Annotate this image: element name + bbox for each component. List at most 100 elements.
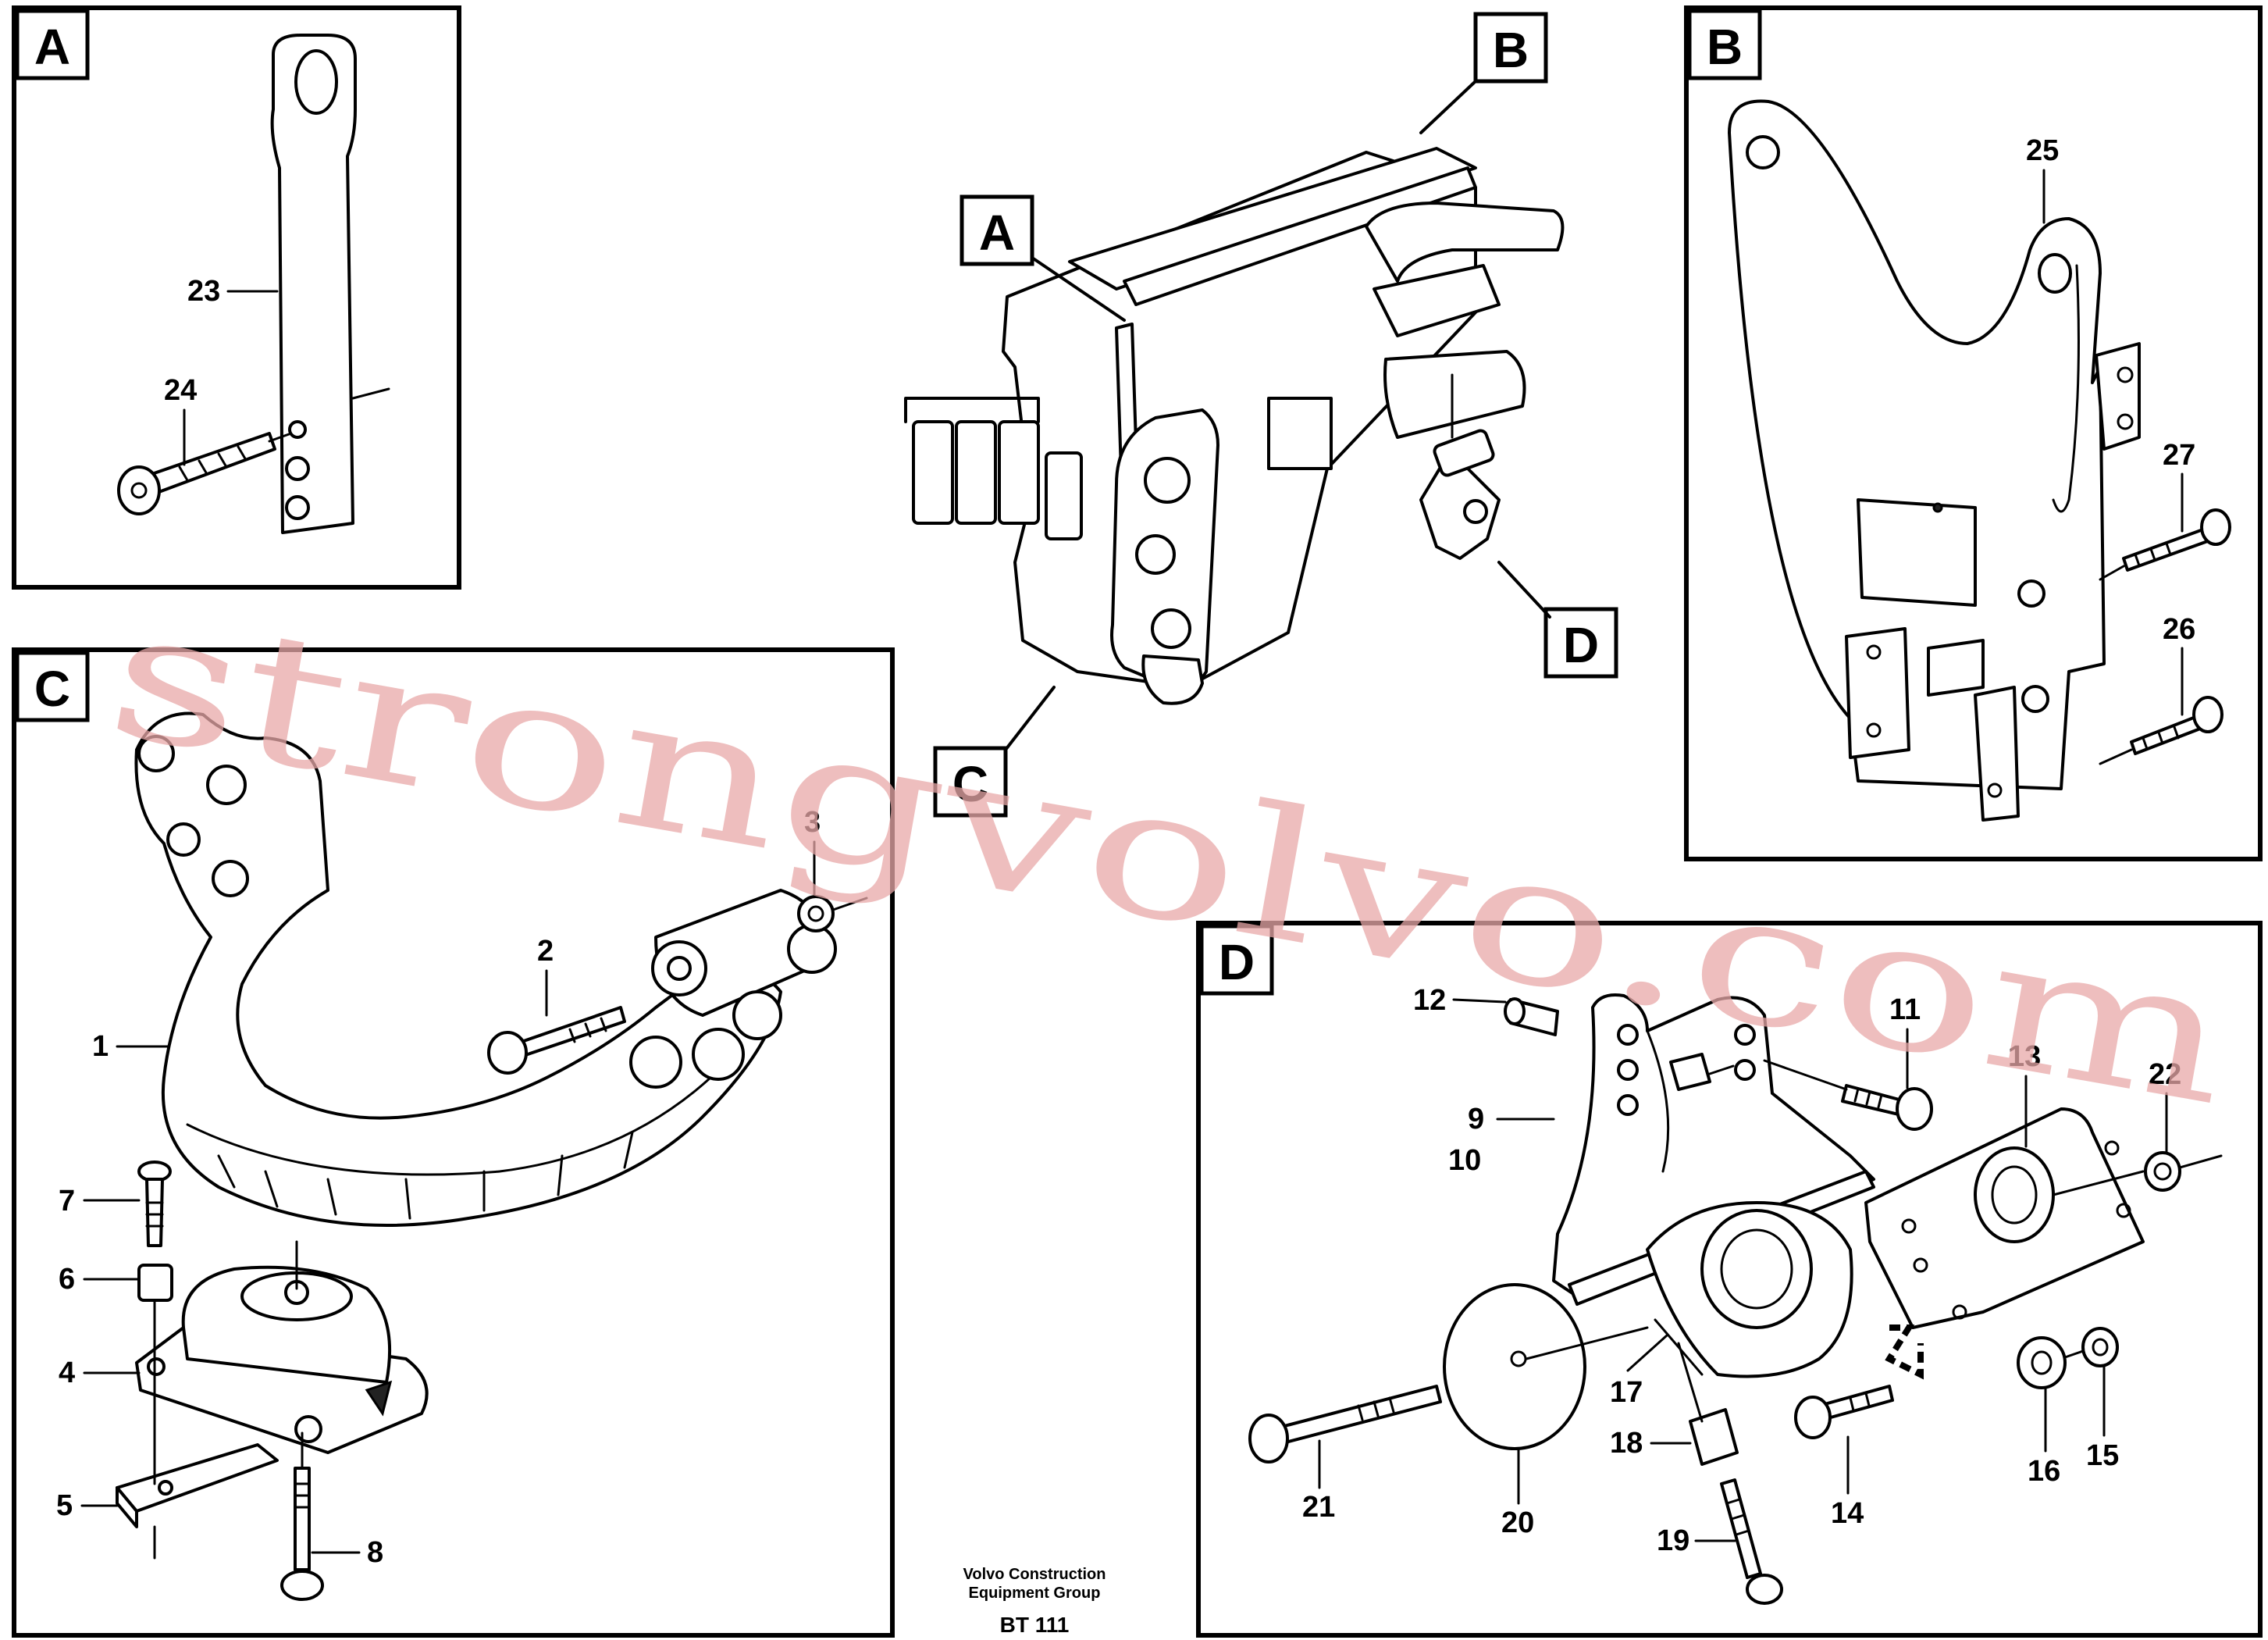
- svg-text:17: 17: [1610, 1376, 1643, 1409]
- leader-b: [1419, 80, 1477, 134]
- svg-text:3: 3: [804, 806, 821, 839]
- spacer-6-part: [137, 1264, 173, 1485]
- engine-mount-part: [135, 1240, 429, 1454]
- svg-text:4: 4: [59, 1357, 75, 1389]
- bolt-7-part: [137, 1160, 172, 1247]
- support-arm-part: [134, 711, 837, 1227]
- svg-text:25: 25: [2026, 134, 2059, 167]
- callout-1: 1: [92, 1030, 169, 1063]
- lever-arm-part: [270, 34, 390, 534]
- overview-badge-b: B: [1473, 12, 1548, 84]
- svg-text:23: 23: [187, 275, 220, 308]
- svg-text:B: B: [1707, 19, 1743, 75]
- overview-badge-d: D: [1543, 607, 1618, 679]
- panel-a-frame: [12, 5, 461, 590]
- dashed-leader: [1885, 1324, 1924, 1380]
- bolt-24-part: [117, 432, 276, 515]
- callout-2: 2: [537, 935, 554, 1017]
- svg-text:21: 21: [1302, 1491, 1335, 1524]
- callout-21: 21: [1302, 1439, 1335, 1524]
- leader-c: [1004, 686, 1056, 751]
- svg-text:5: 5: [56, 1489, 73, 1522]
- plate-5-part: [116, 1443, 279, 1528]
- callout-11: 11: [1889, 993, 1921, 1089]
- callout-14: 14: [1831, 1435, 1864, 1530]
- svg-text:27: 27: [2163, 439, 2195, 472]
- svg-text:D: D: [1219, 934, 1255, 990]
- footer: Volvo Construction Equipment Group BT 11…: [963, 1566, 1106, 1637]
- callout-7: 7: [59, 1185, 141, 1218]
- svg-text:6: 6: [59, 1263, 75, 1296]
- footer-line1: Volvo Construction: [963, 1566, 1106, 1583]
- svg-text:C: C: [34, 661, 70, 717]
- callout-10: 10: [1448, 1144, 1481, 1177]
- callout-4: 4: [59, 1357, 141, 1389]
- svg-text:13: 13: [2008, 1040, 2041, 1073]
- leader-d: [1497, 561, 1551, 619]
- washer-20-part: [1443, 1283, 1649, 1450]
- svg-text:2: 2: [537, 935, 554, 968]
- callout-25: 25: [2026, 134, 2059, 224]
- panel-a-badge: A: [15, 9, 90, 80]
- bolt-14-part: [1794, 1385, 1894, 1439]
- svg-text:9: 9: [1468, 1103, 1484, 1136]
- callout-24: 24: [164, 374, 197, 466]
- bearing-housing-part: [1646, 1201, 1853, 1378]
- svg-text:7: 7: [59, 1185, 75, 1218]
- callout-13: 13: [2008, 1040, 2041, 1148]
- bolt-2-part: [487, 1006, 626, 1075]
- svg-text:20: 20: [1501, 1506, 1534, 1539]
- bolt-27-part: [2122, 508, 2231, 572]
- svg-text:8: 8: [367, 1536, 383, 1569]
- svg-text:19: 19: [1657, 1524, 1689, 1557]
- bushing-16-part: [2017, 1336, 2067, 1389]
- callout-17: 17: [1610, 1334, 1668, 1409]
- callout-5: 5: [56, 1489, 119, 1522]
- svg-text:11: 11: [1889, 993, 1921, 1026]
- panel-d-badge: D: [1199, 924, 1274, 996]
- svg-text:24: 24: [164, 374, 197, 407]
- svg-text:14: 14: [1831, 1497, 1864, 1530]
- svg-text:16: 16: [2028, 1455, 2060, 1488]
- callout-26: 26: [2163, 613, 2195, 716]
- footer-line2: Equipment Group: [969, 1585, 1101, 1602]
- panel-b-frame: [1684, 5, 2263, 861]
- panel-b: B: [1684, 5, 2263, 861]
- overview-assembly: B A C D: [904, 12, 1618, 818]
- svg-text:A: A: [979, 205, 1015, 261]
- svg-text:18: 18: [1610, 1427, 1643, 1460]
- callout-8: 8: [311, 1536, 383, 1569]
- callout-19: 19: [1657, 1524, 1736, 1557]
- svg-text:26: 26: [2163, 613, 2195, 646]
- overview-badge-a: A: [960, 194, 1034, 266]
- bolt-21-part: [1248, 1385, 1442, 1464]
- callout-16: 16: [2028, 1386, 2060, 1488]
- svg-text:1: 1: [92, 1030, 109, 1063]
- bolt-19-part: [1720, 1478, 1783, 1605]
- bolt-26-part: [2130, 696, 2223, 755]
- bolt-11-part: [1763, 1059, 1933, 1131]
- callout-23: 23: [187, 275, 279, 308]
- bushing-part: [1669, 1053, 1735, 1091]
- plate-13-part: [1864, 1107, 2145, 1329]
- svg-text:D: D: [1563, 617, 1599, 673]
- nut-22-part: [2052, 1151, 2223, 1196]
- panel-c: C: [12, 647, 895, 1638]
- bolt-8-part: [280, 1431, 324, 1601]
- callout-15: 15: [2086, 1365, 2119, 1472]
- callout-9: 9: [1468, 1103, 1555, 1136]
- callout-18: 18: [1610, 1427, 1692, 1460]
- nut-15-part: [2063, 1327, 2119, 1367]
- svg-text:10: 10: [1448, 1144, 1481, 1177]
- callout-12: 12: [1413, 984, 1507, 1017]
- spacer-18-part: [1677, 1342, 1739, 1466]
- bracket-plate-part: [1728, 99, 2141, 822]
- svg-text:22: 22: [2149, 1058, 2181, 1091]
- panel-b-badge: B: [1687, 9, 1762, 80]
- panel-d: D: [1196, 921, 2263, 1638]
- svg-text:B: B: [1493, 22, 1529, 78]
- svg-text:C: C: [952, 756, 988, 812]
- footer-code: BT 111: [1000, 1613, 1070, 1637]
- leader-a: [1031, 256, 1126, 322]
